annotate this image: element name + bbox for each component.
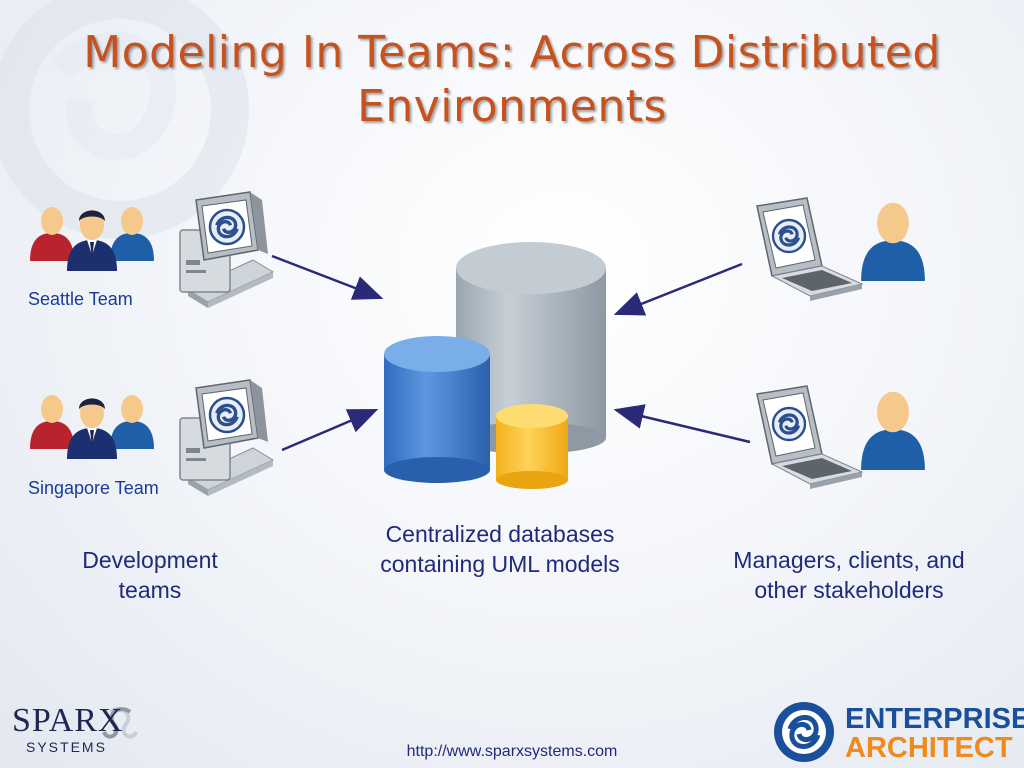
stakeholder-laptop-bottom: [757, 386, 862, 489]
sparx-logo-emblem: [102, 707, 138, 739]
databases-label: Centralized databases containing UML mod…: [380, 521, 620, 577]
stakeholders-label: Managers, clients, and other stakeholder…: [733, 547, 965, 603]
stakeholder-person-top: [861, 202, 925, 281]
seattle-team-people: [30, 207, 154, 271]
arrow-stakeholder-bottom-to-db: [613, 404, 751, 444]
footer-url-link[interactable]: http://www.sparxsystems.com: [406, 743, 618, 760]
enterprise-architect-emblem: [774, 702, 834, 762]
development-teams-label: Development teams: [82, 547, 218, 603]
database-yellow-cylinder: [496, 404, 568, 489]
stakeholder-person-bottom: [861, 391, 925, 470]
background-swirl-logo: [0, 0, 249, 239]
seattle-desktop-computer: [180, 192, 273, 308]
ea-logo-line2: ARCHITECT: [845, 732, 1013, 764]
stakeholder-laptop-top: [757, 198, 862, 301]
page-title: Modeling In Teams: Across Distributed En…: [83, 27, 941, 132]
arrow-singapore-to-db: [281, 408, 379, 452]
singapore-team-label: Singapore Team: [28, 478, 159, 498]
singapore-desktop-computer: [180, 380, 273, 496]
singapore-team-people: [30, 395, 154, 459]
sparx-logo-main: SPARX: [12, 702, 124, 739]
ea-logo-line1: ENTERPRISE: [845, 703, 1024, 735]
arrow-stakeholder-top-to-db: [613, 262, 743, 316]
database-blue-cylinder: [384, 336, 490, 483]
arrow-seattle-to-db: [271, 254, 384, 300]
sparx-logo-sub: SYSTEMS: [26, 739, 107, 755]
seattle-team-label: Seattle Team: [28, 289, 133, 309]
